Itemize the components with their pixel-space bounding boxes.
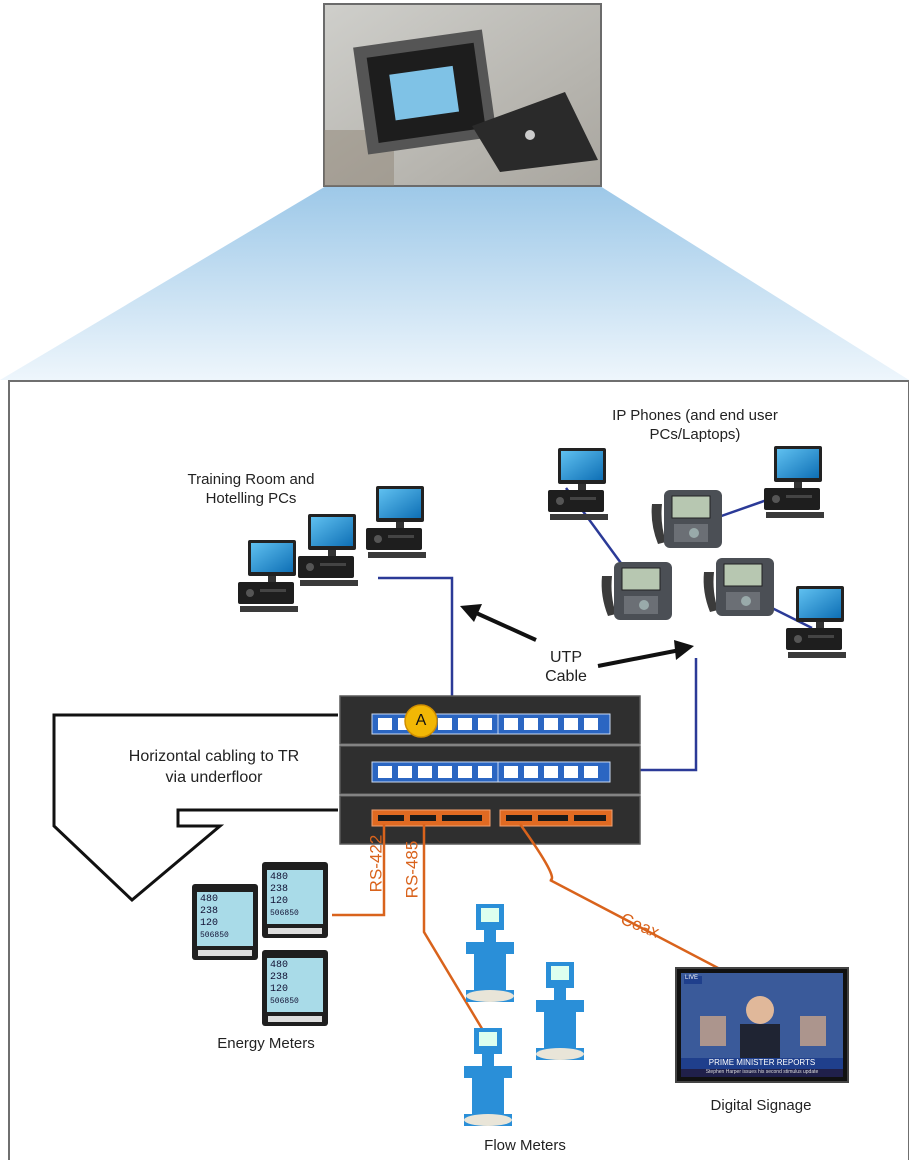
training-pcs-label: Training Room and Hotelling PCs	[187, 471, 315, 507]
digital-signage-label: Digital Signage	[710, 1097, 812, 1114]
energy-meters-label: Energy Meters	[217, 1035, 315, 1052]
zoom-beam	[0, 186, 909, 380]
rs422-label: RS-422	[366, 834, 386, 893]
ip-phones-label: IP Phones (and end user PCs/Laptops)	[612, 407, 778, 443]
utp-cable-arrows	[460, 604, 694, 668]
digital-signage	[675, 967, 849, 1083]
signage-headline: PRIME MINISTER REPORTS	[708, 1058, 816, 1067]
flow-meters-label: Flow Meters	[484, 1137, 566, 1154]
serial-cables	[332, 823, 761, 1033]
badge-a	[404, 704, 438, 738]
rs485-label: RS-485	[402, 840, 422, 899]
signage-ticker: Stephen Harper issues his second stimulu…	[705, 1069, 819, 1075]
signage-live-tag: LIVE	[685, 975, 699, 981]
floor-box-photo	[323, 3, 602, 187]
patch-panel	[339, 695, 641, 845]
utp-cable-label: UTP Cable	[545, 649, 587, 685]
badge-a-label: A	[415, 712, 427, 729]
horizontal-cabling-arrow	[52, 713, 338, 903]
horizontal-cabling-label: Horizontal cabling to TR via underfloor	[128, 748, 300, 786]
